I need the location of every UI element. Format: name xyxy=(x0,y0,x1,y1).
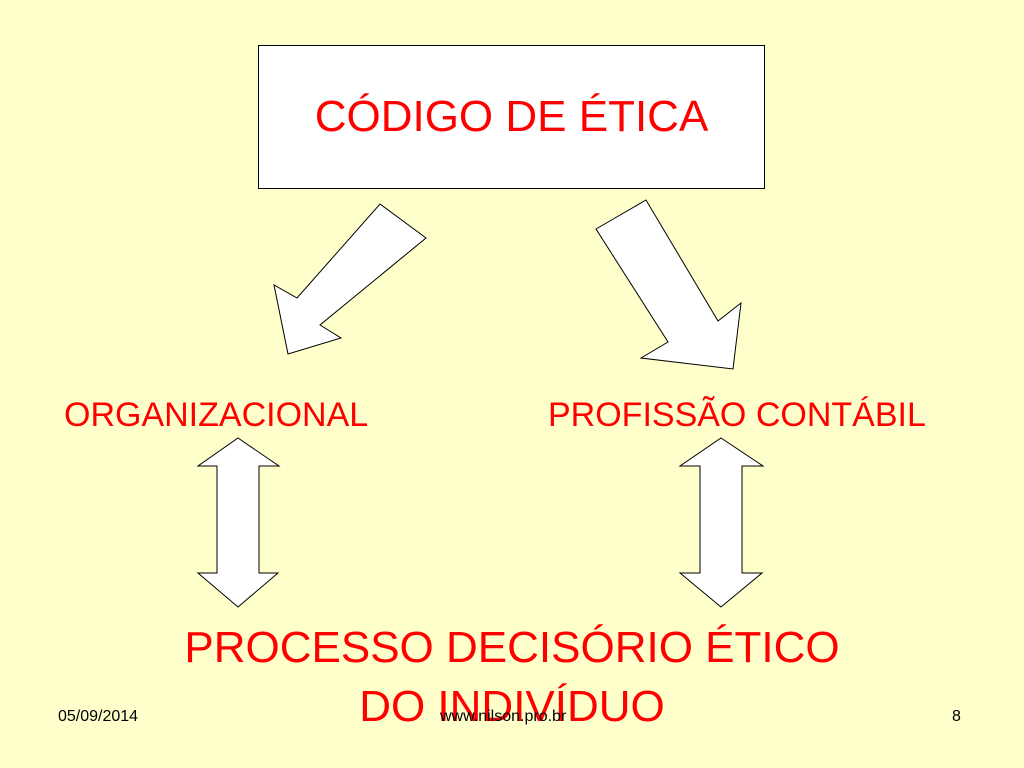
footer-page-number: 8 xyxy=(952,708,961,725)
title-box: CÓDIGO DE ÉTICA xyxy=(258,45,765,189)
bottom-node-line1: PROCESSO DECISÓRIO ÉTICO xyxy=(184,623,840,672)
diagram-title: CÓDIGO DE ÉTICA xyxy=(314,92,709,141)
double-arrow-left-icon xyxy=(196,437,281,608)
arrow-down-left-icon xyxy=(273,203,427,355)
footer-date: 05/09/2014 xyxy=(58,708,139,725)
footer-site: www.nilson.pro.br xyxy=(440,708,567,725)
node-organizacional: ORGANIZACIONAL xyxy=(64,396,369,434)
arrow-down-right-icon xyxy=(595,199,742,370)
node-profissao-contabil: PROFISSÃO CONTÁBIL xyxy=(548,396,926,434)
bottom-node-line2: DO INDIVÍDUO xyxy=(359,682,665,731)
double-arrow-right-icon xyxy=(678,437,765,608)
